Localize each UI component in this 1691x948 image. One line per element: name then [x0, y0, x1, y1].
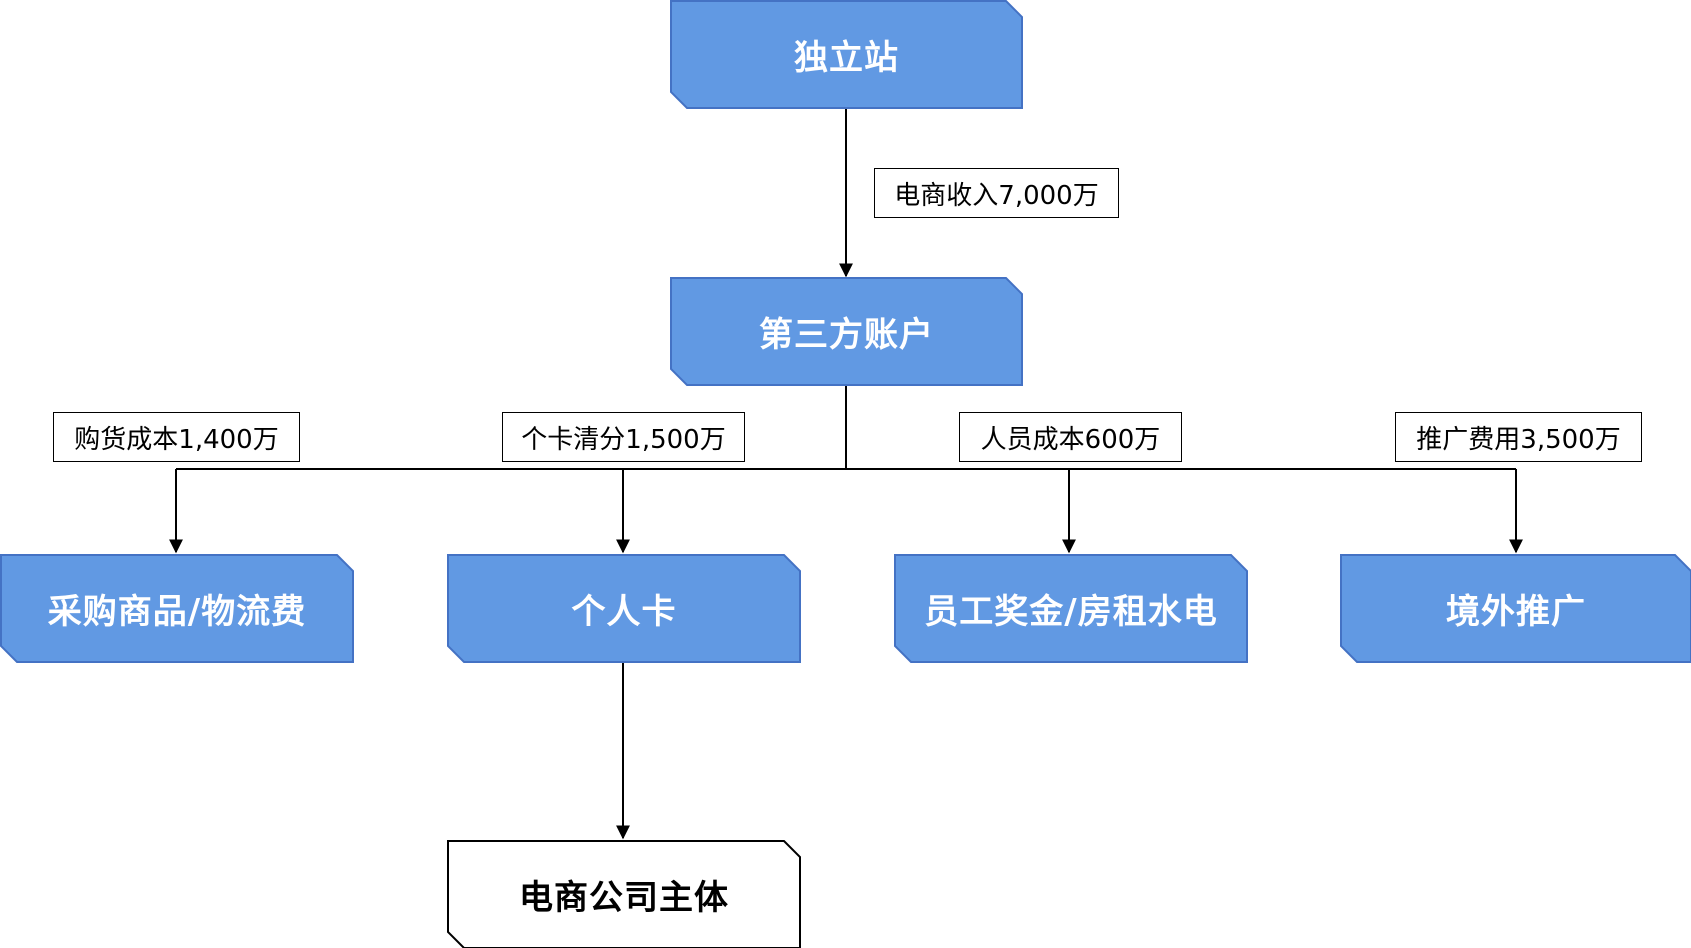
node-procurement-label: 采购商品/物流费: [47, 592, 307, 632]
node-company-entity-label: 电商公司主体: [519, 878, 729, 918]
node-company-entity: 电商公司主体: [447, 840, 801, 948]
node-personal-card-label: 个人卡: [571, 592, 677, 632]
label-card-split: 个卡清分1,500万: [502, 412, 745, 462]
node-overseas-promotion-shape: [1340, 554, 1691, 663]
node-procurement-shape: [0, 554, 354, 663]
node-company-entity-shape: [447, 840, 801, 948]
node-personal-card: 个人卡: [447, 554, 801, 663]
node-site: 独立站: [670, 0, 1023, 109]
node-site-label: 独立站: [794, 38, 899, 78]
node-overseas-promotion: 境外推广: [1340, 554, 1691, 663]
node-staff-expenses-label: 员工奖金/房租水电: [924, 592, 1218, 632]
node-staff-expenses-shape: [894, 554, 1248, 663]
node-site-shape: [670, 0, 1023, 109]
node-overseas-promotion-label: 境外推广: [1446, 592, 1586, 632]
label-promo-fee: 推广费用3,500万: [1395, 412, 1642, 462]
label-purchase-cost: 购货成本1,400万: [53, 412, 300, 462]
node-personal-card-shape: [447, 554, 801, 663]
label-staff-cost: 人员成本600万: [959, 412, 1182, 462]
node-third-party-label: 第三方账户: [759, 315, 934, 355]
label-revenue: 电商收入7,000万: [874, 168, 1119, 218]
node-staff-expenses: 员工奖金/房租水电: [894, 554, 1248, 663]
node-third-party-account: 第三方账户: [670, 277, 1023, 386]
node-procurement: 采购商品/物流费: [0, 554, 354, 663]
node-third-party-shape: [670, 277, 1023, 386]
